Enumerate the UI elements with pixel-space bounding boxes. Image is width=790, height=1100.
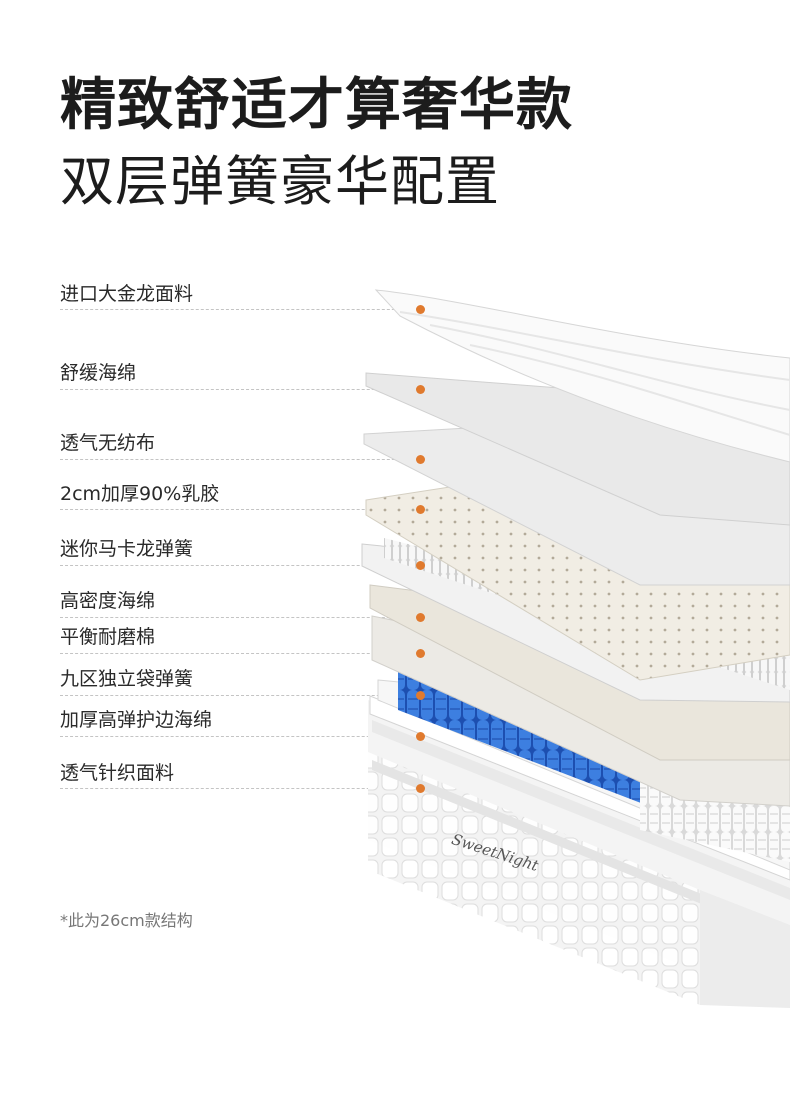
page-subtitle: 双层弹簧豪华配置 [60,150,500,213]
layer-leader-comfort-foam [60,389,420,390]
layer-marker-dot [416,305,425,314]
layer-marker-dot [416,561,425,570]
layer-marker-dot [416,613,425,622]
layer-marker-dot [416,385,425,394]
layer-marker-dot [416,784,425,793]
layer-leader-cover-fabric [60,309,420,310]
footnote: *此为26cm款结构 [60,911,193,930]
layer-leader-latex [60,509,420,510]
layer-label-edge-foam: 加厚高弹护边海绵 [60,709,213,731]
layer-label-cover-fabric: 进口大金龙面料 [60,283,194,305]
layer-leader-pocket-springs [60,695,420,696]
layer-label-balance-cotton: 平衡耐磨棉 [60,626,156,648]
layer-label-comfort-foam: 舒缓海绵 [60,362,137,384]
layer-marker-dot [416,691,425,700]
layer-marker-dot [416,649,425,658]
layer-leader-knit-fabric [60,788,420,789]
page-title: 精致舒适才算奢华款 [60,73,573,138]
layer-label-hd-foam: 高密度海绵 [60,590,156,612]
layer-marker-dot [416,455,425,464]
layer-leader-hd-foam [60,617,420,618]
layer-label-pocket-springs: 九区独立袋弹簧 [60,668,194,690]
layer-label-knit-fabric: 透气针织面料 [60,762,175,784]
layer-label-mini-springs: 迷你马卡龙弹簧 [60,538,194,560]
layer-leader-nonwoven [60,459,420,460]
layer-leader-edge-foam [60,736,420,737]
layer-label-latex: 2cm加厚90%乳胶 [60,483,220,505]
layer-marker-dot [416,732,425,741]
layer-leader-mini-springs [60,565,420,566]
layer-marker-dot [416,505,425,514]
layer-label-nonwoven: 透气无纺布 [60,432,156,454]
layer-cover-fabric [374,289,790,463]
layer-leader-balance-cotton [60,653,420,654]
